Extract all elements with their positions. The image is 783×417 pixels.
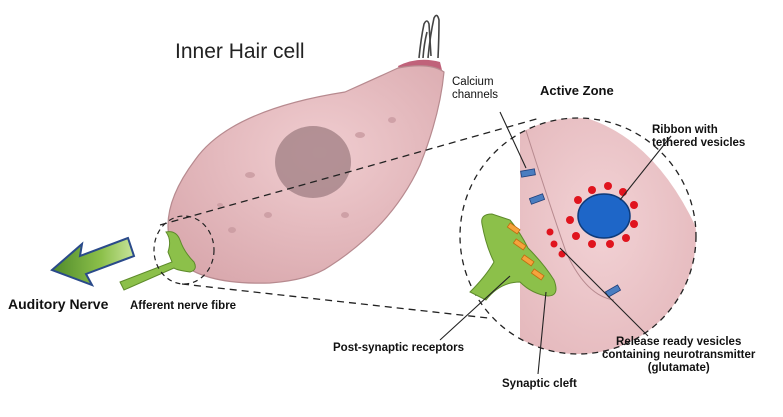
ribbon-label-line1: Ribbon with	[652, 124, 718, 136]
release-vesicles-label: Release ready vesicles containing neurot…	[602, 336, 755, 376]
calcium-label-line1: Calcium	[452, 76, 494, 88]
diagram-title: Inner Hair cell	[175, 40, 305, 63]
calcium-channels-label: Calcium channels	[452, 76, 498, 102]
cell-organelles	[217, 117, 396, 233]
tethered-vesicles	[566, 182, 638, 248]
nucleus	[275, 126, 351, 198]
label-pointer-lines	[439, 111, 672, 375]
synaptic-cleft-label: Synaptic cleft	[502, 378, 577, 390]
active-zone-label: Active Zone	[540, 83, 614, 98]
afferent-nerve-fibre	[119, 231, 196, 291]
post-synaptic-receptors	[506, 222, 545, 281]
auditory-nerve-label: Auditory Nerve	[8, 296, 109, 312]
ribbon-label-line2: tethered vesicles	[652, 137, 746, 150]
auditory-nerve-arrow	[50, 236, 136, 287]
synaptic-ribbon	[577, 193, 631, 239]
afferent-nerve-fibre-label: Afferent nerve fibre	[130, 300, 237, 312]
calcium-channels	[520, 168, 622, 298]
synapse-highlight-circle	[153, 215, 215, 285]
release-label-line1: Release ready vesicles	[616, 336, 742, 348]
zoom-circle	[459, 117, 697, 355]
stereocilia	[418, 14, 440, 59]
ribbon-label: Ribbon with tethered vesicles	[652, 124, 745, 150]
calcium-label-line2: channels	[452, 89, 499, 102]
post-synaptic-receptors-label: Post-synaptic receptors	[333, 342, 465, 354]
release-label-line2: containing neurotransmitter	[602, 349, 756, 362]
release-label-line3: (glutamate)	[647, 362, 710, 375]
zoom-connector-lines	[159, 117, 541, 319]
